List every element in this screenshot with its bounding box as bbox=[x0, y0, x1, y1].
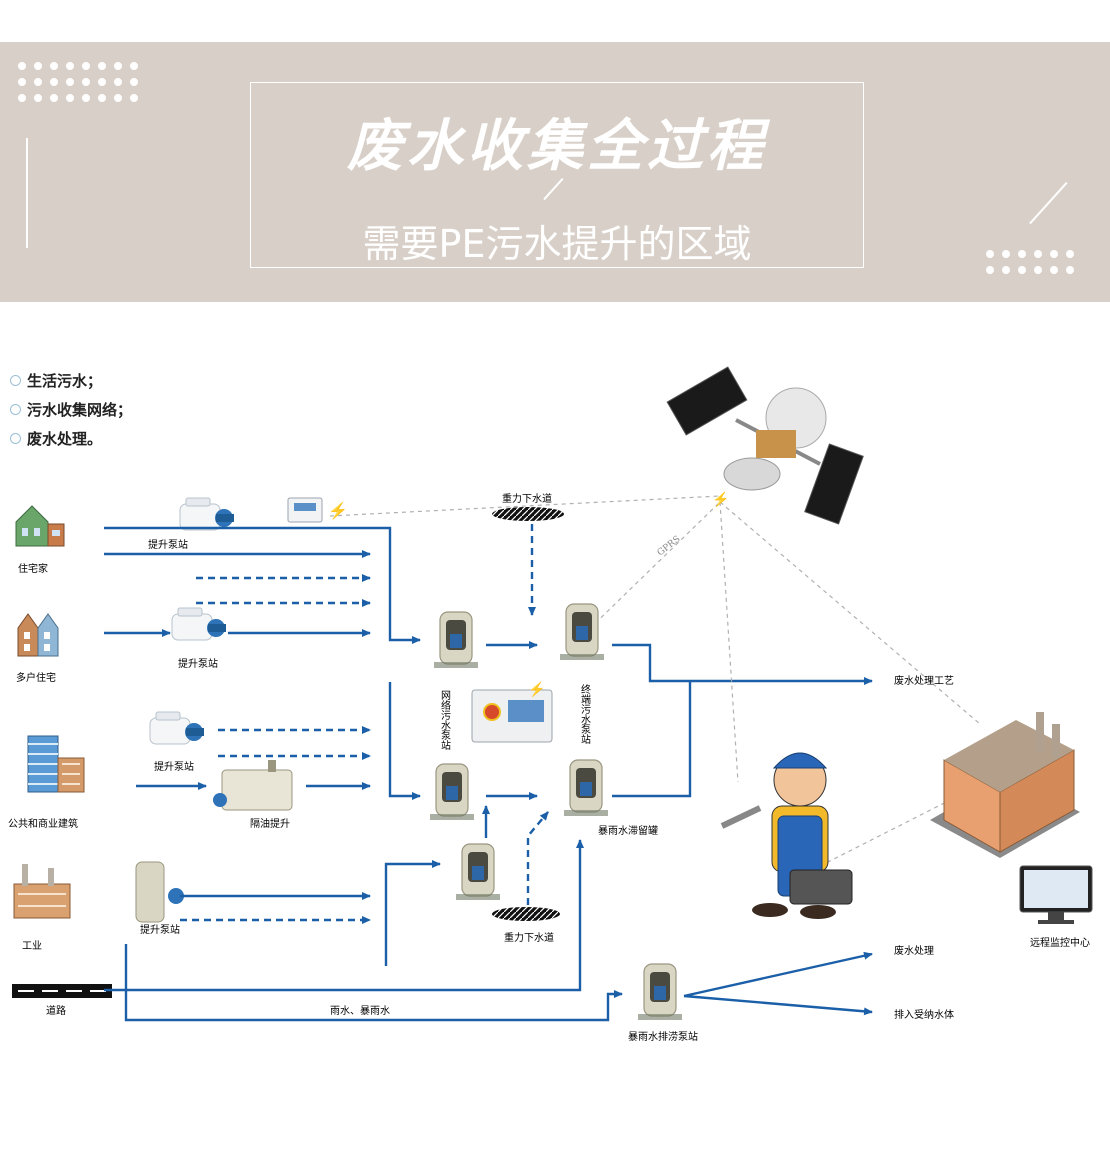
equipment-label: 提升泵站 bbox=[140, 923, 180, 936]
antenna-icon: ⚡ bbox=[328, 501, 348, 520]
road-icon bbox=[12, 984, 112, 998]
equipment-label: 提升泵站 bbox=[148, 538, 188, 551]
storm-pump-station-tank bbox=[637, 963, 683, 1021]
station-label-vertical: 网络污水泵站 bbox=[439, 690, 451, 751]
gravity-sewer-pipe bbox=[492, 907, 560, 921]
bullet-icon bbox=[10, 375, 21, 386]
gravity-sewer-pipe bbox=[492, 507, 564, 521]
equipment-label: 隔油提升 bbox=[250, 817, 290, 830]
channel-label: 重力下水道 bbox=[502, 492, 552, 505]
network-pump-station-tank bbox=[433, 611, 479, 669]
bullet-icon bbox=[10, 433, 21, 444]
station-label-vertical: 终端污水泵站 bbox=[579, 683, 591, 745]
lift-station-pump-icon bbox=[149, 711, 205, 745]
lift-station-pump-icon bbox=[179, 497, 235, 531]
decor-line bbox=[26, 138, 28, 248]
bullet-list: 生活污水； 污水收集网络； 废水处理。 bbox=[10, 366, 132, 453]
antenna-icon: ⚡ bbox=[712, 491, 729, 508]
flow-lines-dashed bbox=[180, 524, 549, 924]
bullet-label: 污水收集网络； bbox=[27, 401, 133, 419]
decor-dots-left bbox=[18, 62, 138, 102]
network-pump-station-tank bbox=[455, 843, 501, 901]
page-subtitle: 需要PE污水提升的区域 bbox=[362, 222, 752, 266]
telemetry-links bbox=[329, 495, 981, 867]
source-label-residence: 住宅家 bbox=[18, 562, 48, 575]
tank-pump-icon bbox=[135, 861, 184, 923]
bullet-icon bbox=[10, 404, 21, 415]
equipment-label: 提升泵站 bbox=[154, 760, 194, 773]
lift-station-pump-icon bbox=[171, 607, 227, 641]
treatment-plant-icon bbox=[930, 712, 1080, 858]
page-title: 废水收集全过程 bbox=[347, 114, 767, 179]
bullet-label: 生活污水； bbox=[27, 372, 103, 390]
equipment-label: 暴雨水排涝泵站 bbox=[628, 1030, 698, 1043]
channel-label: 重力下水道 bbox=[504, 931, 554, 944]
svg-text:⚡: ⚡ bbox=[528, 681, 545, 698]
list-item: 污水收集网络； bbox=[10, 395, 132, 424]
output-label: 废水处理工艺 bbox=[894, 674, 954, 687]
decor-dots-right bbox=[986, 250, 1074, 274]
channel-label: 雨水、暴雨水 bbox=[330, 1005, 390, 1017]
equipment-label: 提升泵站 bbox=[178, 657, 218, 670]
multi-residence-icon bbox=[17, 613, 59, 657]
list-item: 废水处理。 bbox=[10, 424, 132, 453]
header-banner: 废水收集全过程 需要PE污水提升的区域 bbox=[0, 42, 1110, 302]
controller-icon bbox=[287, 497, 323, 523]
monitor-icon bbox=[1019, 865, 1093, 924]
output-label: 排入受纳水体 bbox=[894, 1008, 954, 1021]
control-cabinet-icon: ⚡ bbox=[471, 681, 553, 743]
source-label-road: 道路 bbox=[46, 1004, 66, 1017]
technician-icon bbox=[720, 752, 853, 919]
satellite-icon bbox=[666, 366, 864, 525]
industry-icon bbox=[13, 863, 71, 919]
bullet-label: 废水处理。 bbox=[27, 430, 103, 448]
source-label-multi: 多户住宅 bbox=[16, 671, 56, 684]
residence-icon bbox=[15, 505, 65, 547]
source-label-commercial: 公共和商业建筑 bbox=[8, 817, 78, 830]
storm-tank bbox=[563, 759, 609, 817]
terminal-pump-station-tank bbox=[559, 603, 605, 661]
network-pump-station-tank bbox=[429, 763, 475, 821]
flow-lines bbox=[104, 526, 873, 1022]
output-label: 远程监控中心 bbox=[1030, 936, 1090, 949]
output-label: 废水处理 bbox=[894, 944, 934, 957]
grease-separator-icon bbox=[213, 760, 293, 811]
channel-label-gprs: GPRS bbox=[656, 534, 683, 558]
equipment-label: 暴雨水滞留罐 bbox=[598, 824, 658, 837]
banner-frame: 废水收集全过程 需要PE污水提升的区域 bbox=[250, 82, 864, 268]
commercial-building-icon bbox=[27, 735, 85, 793]
source-label-industry: 工业 bbox=[22, 940, 42, 952]
list-item: 生活污水； bbox=[10, 366, 132, 395]
